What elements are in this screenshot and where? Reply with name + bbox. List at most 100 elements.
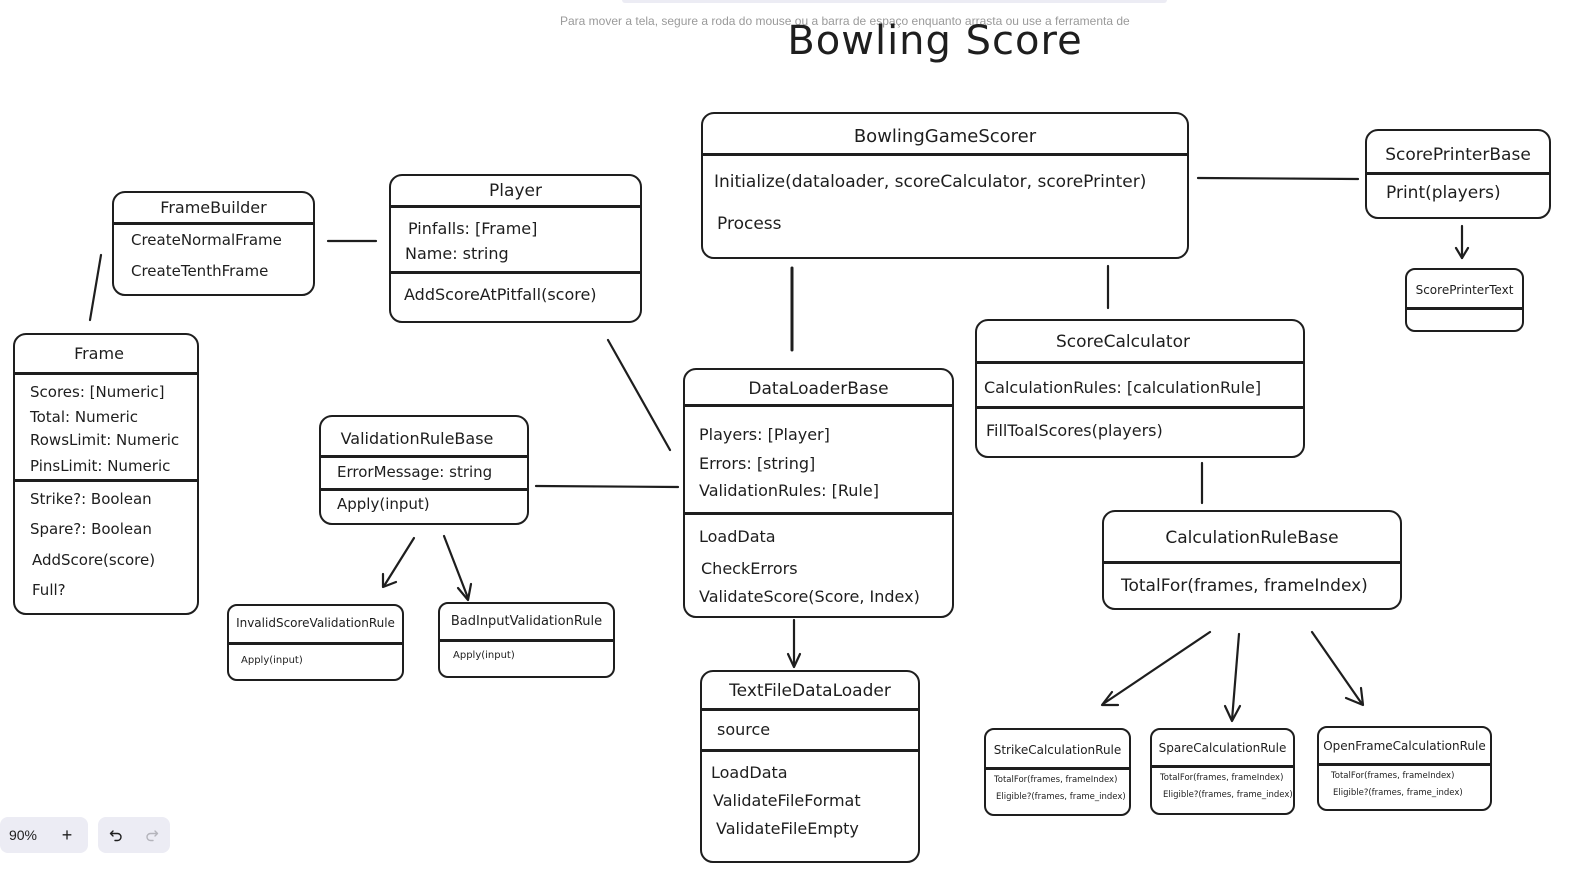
class-method: Eligible?(frames, frame_index)	[1333, 788, 1463, 798]
diagram-title[interactable]: Bowling Score	[787, 18, 1083, 64]
class-method: TotalFor(frames, frameIndex)	[1160, 773, 1284, 783]
canvas-hint: Para mover a tela, segure a roda do mous…	[560, 14, 1130, 28]
class-score-calculator[interactable]: ScoreCalculator CalculationRules: [calcu…	[975, 319, 1305, 458]
class-method: FillToalScores(players)	[986, 421, 1163, 440]
class-divider	[986, 767, 1129, 770]
class-divider	[703, 153, 1187, 156]
class-text-file-data-loader[interactable]: TextFileDataLoader source LoadData Valid…	[700, 670, 920, 863]
edge-rulebase-open	[1310, 630, 1364, 706]
class-divider	[1367, 172, 1549, 175]
class-data-loader-base[interactable]: DataLoaderBase Players: [Player] Errors:…	[683, 368, 954, 618]
redo-icon	[146, 830, 159, 842]
class-divider	[685, 512, 952, 515]
class-attribute: Players: [Player]	[699, 425, 830, 444]
class-divider	[229, 642, 402, 645]
class-name: ScorePrinterBase	[1385, 145, 1531, 165]
history-controls	[98, 817, 170, 853]
class-attribute: RowsLimit: Numeric	[30, 431, 180, 449]
class-divider	[702, 708, 918, 711]
arrowhead-spare	[1223, 704, 1242, 723]
class-divider	[702, 749, 918, 752]
class-method: LoadData	[711, 763, 788, 782]
class-method: Strike?: Boolean	[30, 490, 152, 508]
undo-button[interactable]	[98, 817, 134, 853]
class-name: ScorePrinterText	[1415, 283, 1514, 297]
class-bad-input-validation-rule[interactable]: BadInputValidationRule Apply(input)	[438, 602, 615, 678]
class-attribute: source	[717, 720, 771, 739]
class-divider	[685, 404, 952, 407]
class-method: Full?	[32, 581, 66, 599]
class-method: CreateNormalFrame	[131, 231, 282, 249]
class-score-printer-text[interactable]: ScorePrinterText	[1405, 268, 1524, 332]
class-attribute: Pinfalls: [Frame]	[408, 219, 538, 238]
arrowhead-printer-text	[1454, 246, 1470, 260]
class-divider	[1319, 763, 1490, 766]
class-divider	[391, 271, 640, 274]
class-calculation-rule-base[interactable]: CalculationRuleBase TotalFor(frames, fra…	[1102, 510, 1402, 610]
class-name: InvalidScoreValidationRule	[236, 616, 395, 630]
edge-framebuilder-frame	[88, 253, 103, 322]
class-attribute: PinsLimit: Numeric	[30, 457, 171, 475]
zoom-controls: 90% +	[0, 817, 88, 853]
zoom-in-button[interactable]: +	[61, 824, 73, 845]
class-name: Player	[489, 181, 542, 201]
arrowhead-strike	[1100, 690, 1120, 707]
class-frame-builder[interactable]: FrameBuilder CreateNormalFrame CreateTen…	[112, 191, 315, 296]
class-attribute: CalculationRules: [calculationRule]	[984, 378, 1262, 397]
class-validation-rule-base[interactable]: ValidationRuleBase ErrorMessage: string …	[319, 415, 529, 525]
class-strike-calculation-rule[interactable]: StrikeCalculationRule TotalFor(frames, f…	[984, 728, 1131, 816]
class-attribute: Name: string	[405, 244, 509, 263]
class-name: BadInputValidationRule	[450, 614, 603, 629]
class-divider	[15, 479, 197, 482]
class-method: AddScore(score)	[32, 551, 156, 569]
class-name: FrameBuilder	[160, 198, 267, 217]
class-name: SpareCalculationRule	[1158, 741, 1287, 755]
class-method: Eligible?(frames, frame_index)	[996, 792, 1126, 802]
class-divider	[15, 372, 197, 375]
class-method: Spare?: Boolean	[30, 520, 152, 538]
class-attribute: Errors: [string]	[699, 454, 816, 473]
class-frame[interactable]: Frame Scores: [Numeric] Total: Numeric R…	[13, 333, 199, 615]
class-attribute: ErrorMessage: string	[337, 463, 493, 481]
arrowhead-invalid	[381, 572, 398, 589]
class-method: ValidateFileFormat	[713, 791, 861, 810]
class-divider	[321, 455, 527, 458]
class-score-printer-base[interactable]: ScorePrinterBase Print(players)	[1365, 129, 1551, 219]
undo-icon	[109, 830, 122, 842]
edge-rulebase-strike	[1101, 630, 1212, 706]
edge-validation-invalid	[382, 536, 416, 588]
class-bowling-game-scorer[interactable]: BowlingGameScorer Initialize(dataloader,…	[701, 112, 1189, 259]
class-attribute: Scores: [Numeric]	[30, 383, 165, 401]
class-method: AddScoreAtPitfall(score)	[404, 285, 597, 304]
class-divider	[977, 406, 1303, 409]
class-method: Eligible?(frames, frame_index)	[1163, 790, 1293, 800]
class-name: StrikeCalculationRule	[993, 743, 1122, 757]
class-divider	[1104, 561, 1400, 564]
class-method: Process	[717, 214, 782, 234]
class-open-frame-calculation-rule[interactable]: OpenFrameCalculationRule TotalFor(frames…	[1317, 726, 1492, 811]
zoom-level[interactable]: 90%	[8, 827, 38, 843]
class-attribute: ValidationRules: [Rule]	[699, 481, 879, 500]
edge-rulebase-spare	[1230, 632, 1241, 722]
class-spare-calculation-rule[interactable]: SpareCalculationRule TotalFor(frames, fr…	[1150, 728, 1295, 815]
edge-validation-dataloader	[534, 484, 680, 489]
redo-button[interactable]	[134, 817, 170, 853]
class-name: BowlingGameScorer	[853, 126, 1037, 147]
class-invalid-score-validation-rule[interactable]: InvalidScoreValidationRule Apply(input)	[227, 604, 404, 681]
class-divider	[1407, 307, 1522, 310]
class-method: ValidateScore(Score, Index)	[699, 587, 920, 606]
class-name: OpenFrameCalculationRule	[1323, 739, 1486, 753]
class-name: ValidationRuleBase	[340, 429, 494, 448]
class-divider	[391, 205, 640, 208]
class-method: ValidateFileEmpty	[716, 819, 859, 838]
class-name: ScoreCalculator	[1056, 332, 1190, 352]
arrowhead-textfile	[786, 652, 802, 669]
class-divider	[1152, 765, 1293, 768]
edge-validation-badinput	[442, 534, 470, 600]
edge-player-dataloader	[606, 338, 672, 452]
class-name: CalculationRuleBase	[1165, 528, 1339, 548]
class-player[interactable]: Player Pinfalls: [Frame] Name: string Ad…	[389, 174, 642, 323]
class-divider	[321, 488, 527, 491]
class-name: Frame	[74, 344, 124, 363]
